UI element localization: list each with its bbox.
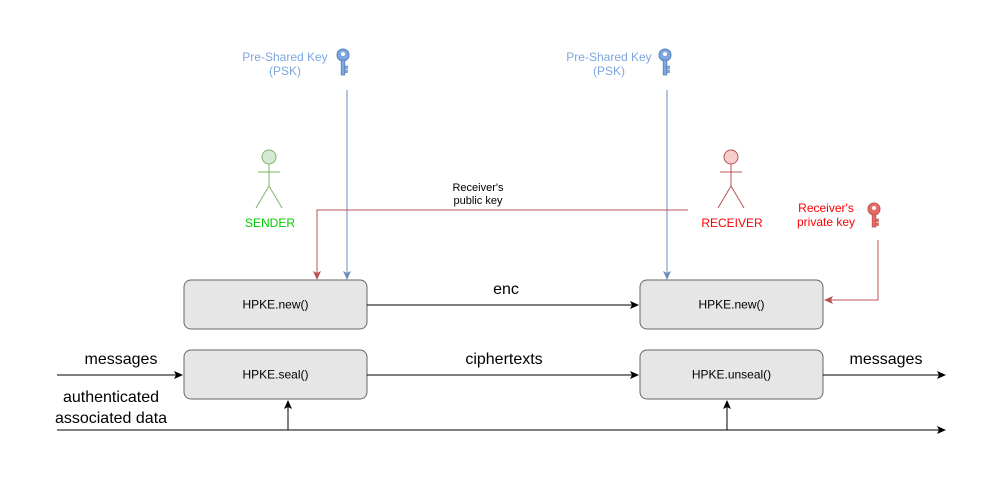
- psk-receiver-label-line2: (PSK): [593, 64, 625, 78]
- messages-in-label: messages: [85, 351, 158, 368]
- ciphertexts-label: ciphertexts: [465, 351, 542, 368]
- enc-label: enc: [493, 281, 519, 298]
- private-key-label-line1: Receiver's: [798, 201, 854, 215]
- psk-sender-group: Pre-Shared Key (PSK): [242, 48, 350, 78]
- sender-new-box: HPKE.new(): [183, 279, 368, 330]
- receiver-unseal-label: HPKE.unseal(): [692, 368, 771, 382]
- sender-new-label: HPKE.new(): [242, 298, 308, 312]
- receiver-new-box: HPKE.new(): [639, 279, 824, 330]
- public-key-label-line2: public key: [454, 195, 503, 207]
- public-key-edge: Receiver's public key: [313, 182, 688, 280]
- aad-edge: authenticated associated data: [55, 389, 946, 434]
- receiver-new-label: HPKE.new(): [698, 298, 764, 312]
- sender-label: SENDER: [245, 216, 295, 230]
- sender-seal-box: HPKE.seal(): [183, 349, 368, 400]
- key-icon: [336, 48, 350, 76]
- psk-receiver-label-line1: Pre-Shared Key: [566, 50, 651, 64]
- key-icon: [658, 48, 672, 76]
- aad-label-line1: authenticated: [63, 389, 159, 406]
- receiver-label: RECEIVER: [701, 216, 763, 230]
- aad-label-line2: associated data: [55, 410, 167, 427]
- person-icon: [717, 149, 745, 209]
- enc-edge: enc: [367, 281, 639, 309]
- person-icon: [255, 149, 283, 209]
- psk-receiver-group: Pre-Shared Key (PSK): [566, 48, 672, 78]
- private-key-group: Receiver's private key: [797, 201, 881, 304]
- ciphertexts-edge: ciphertexts: [367, 351, 639, 379]
- sender-actor: SENDER: [245, 149, 295, 230]
- messages-in-edge: messages: [57, 351, 183, 379]
- messages-out-label: messages: [850, 351, 923, 368]
- private-key-label-line2: private key: [797, 215, 855, 229]
- key-icon: [867, 202, 881, 228]
- receiver-actor: RECEIVER: [701, 149, 763, 230]
- messages-out-edge: messages: [823, 351, 946, 379]
- psk-sender-label-line2: (PSK): [269, 64, 301, 78]
- public-key-label-line1: Receiver's: [452, 182, 504, 194]
- private-key-arrow: [824, 240, 879, 304]
- receiver-unseal-box: HPKE.unseal(): [639, 349, 824, 400]
- sender-seal-label: HPKE.seal(): [242, 368, 308, 382]
- psk-sender-label-line1: Pre-Shared Key: [242, 50, 327, 64]
